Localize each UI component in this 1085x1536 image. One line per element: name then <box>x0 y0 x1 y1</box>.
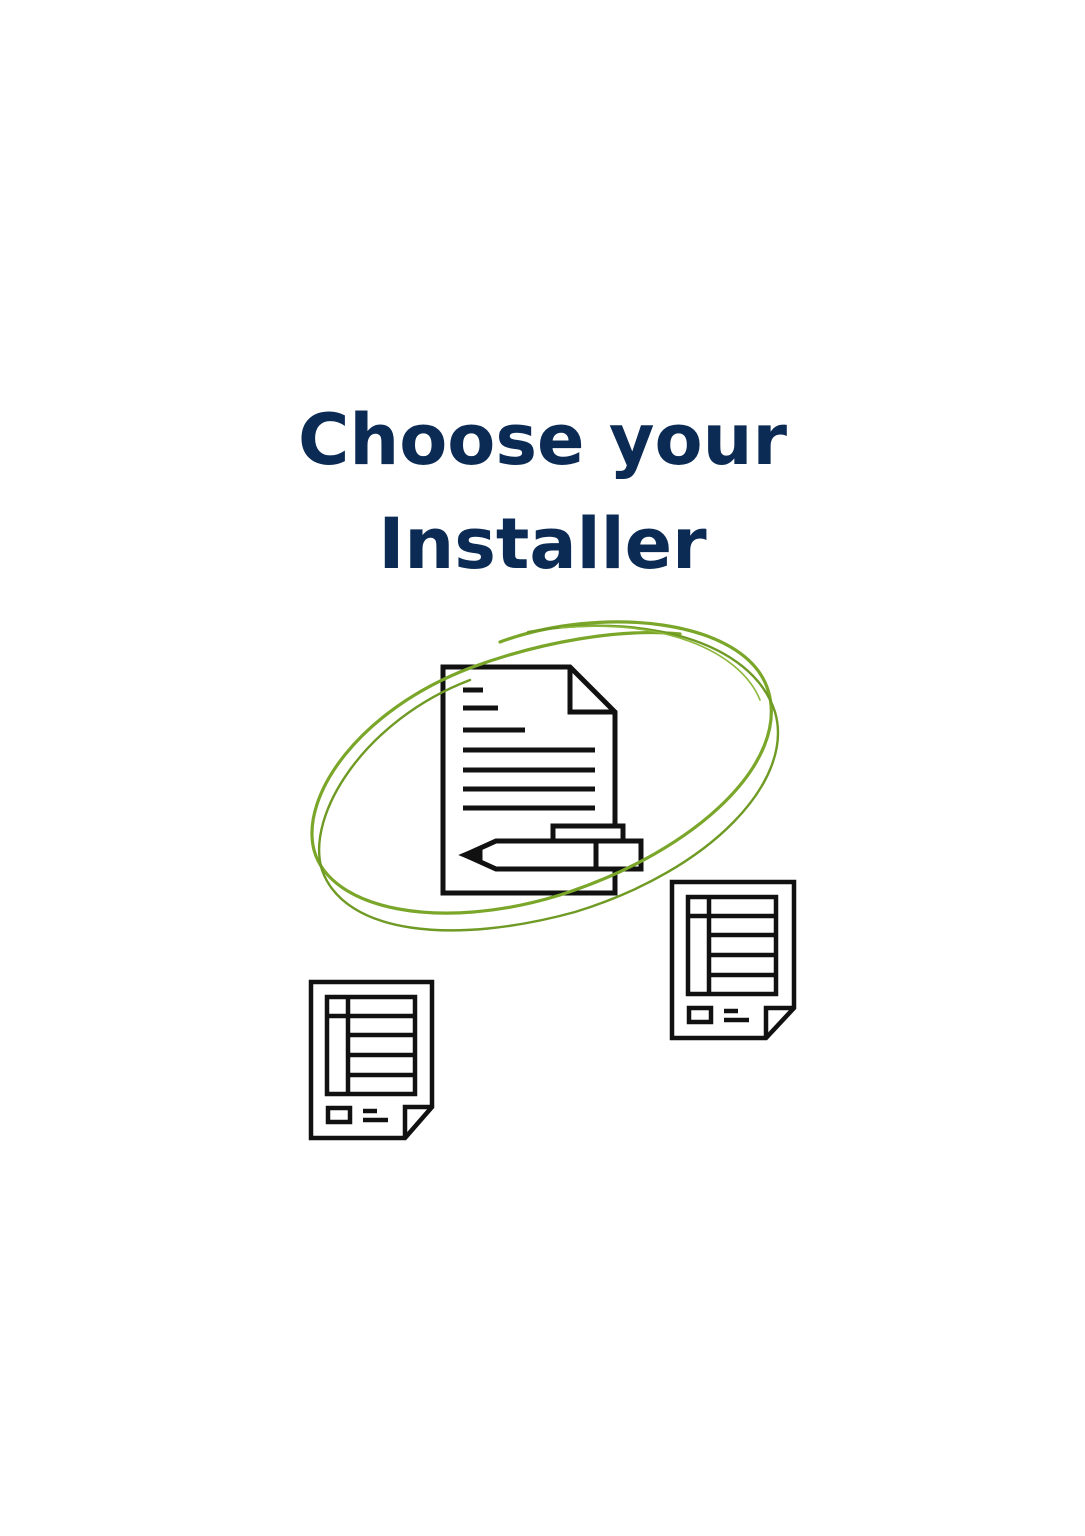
page-title: Choose your Installer <box>0 388 1085 596</box>
document-with-pencil-icon <box>440 664 644 896</box>
hand-drawn-circle <box>310 620 780 932</box>
spreadsheet-document-icon-right <box>669 879 797 1041</box>
page-title-line-1: Choose your <box>298 399 787 481</box>
pencil-icon <box>458 823 644 872</box>
page-title-line-2: Installer <box>378 503 707 585</box>
spreadsheet-document-icon-left <box>308 979 435 1141</box>
